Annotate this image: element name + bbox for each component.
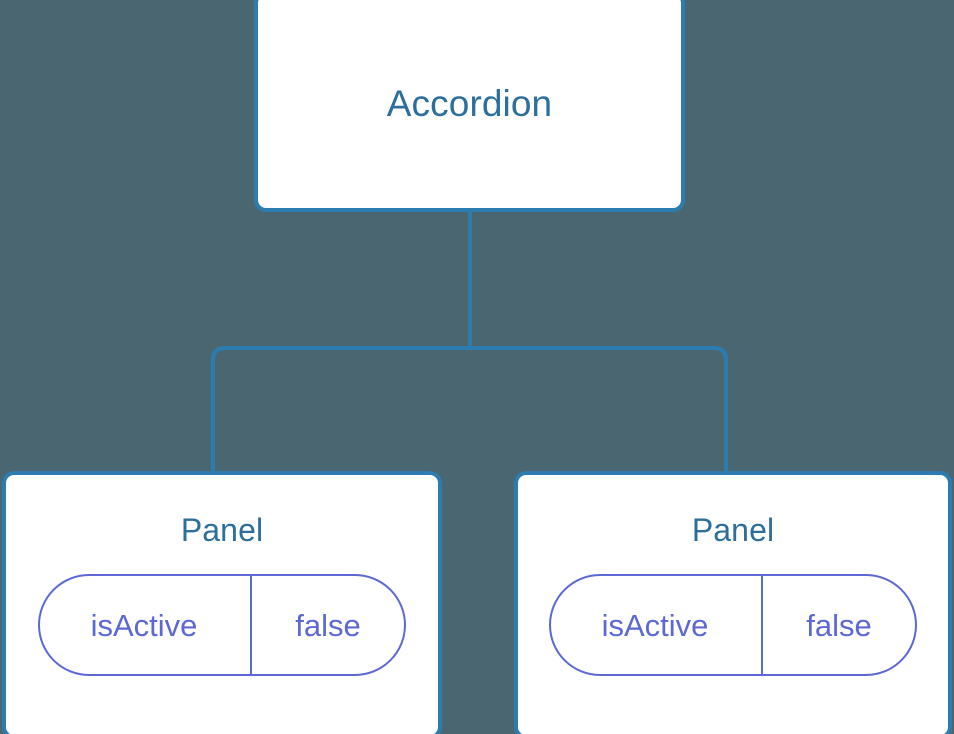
state-pill-panel-1[interactable]: isActive false <box>549 574 917 676</box>
node-panel-1[interactable]: Panel isActive false <box>514 471 952 734</box>
state-value-panel-0: false <box>295 607 361 643</box>
node-accordion[interactable]: Accordion <box>254 0 685 212</box>
node-panel-0-label: Panel <box>180 512 264 548</box>
state-key-panel-0: isActive <box>40 576 252 674</box>
node-panel-1-label: Panel <box>691 512 775 548</box>
state-key-panel-1: isActive <box>551 576 763 674</box>
state-value-panel-1: false <box>806 607 872 643</box>
state-pill-panel-0[interactable]: isActive false <box>38 574 406 676</box>
node-panel-0[interactable]: Panel isActive false <box>2 471 442 734</box>
edge-root-to-panel-1 <box>470 346 728 473</box>
edge-root-to-panel-0 <box>211 346 470 473</box>
node-accordion-label: Accordion <box>386 83 553 124</box>
